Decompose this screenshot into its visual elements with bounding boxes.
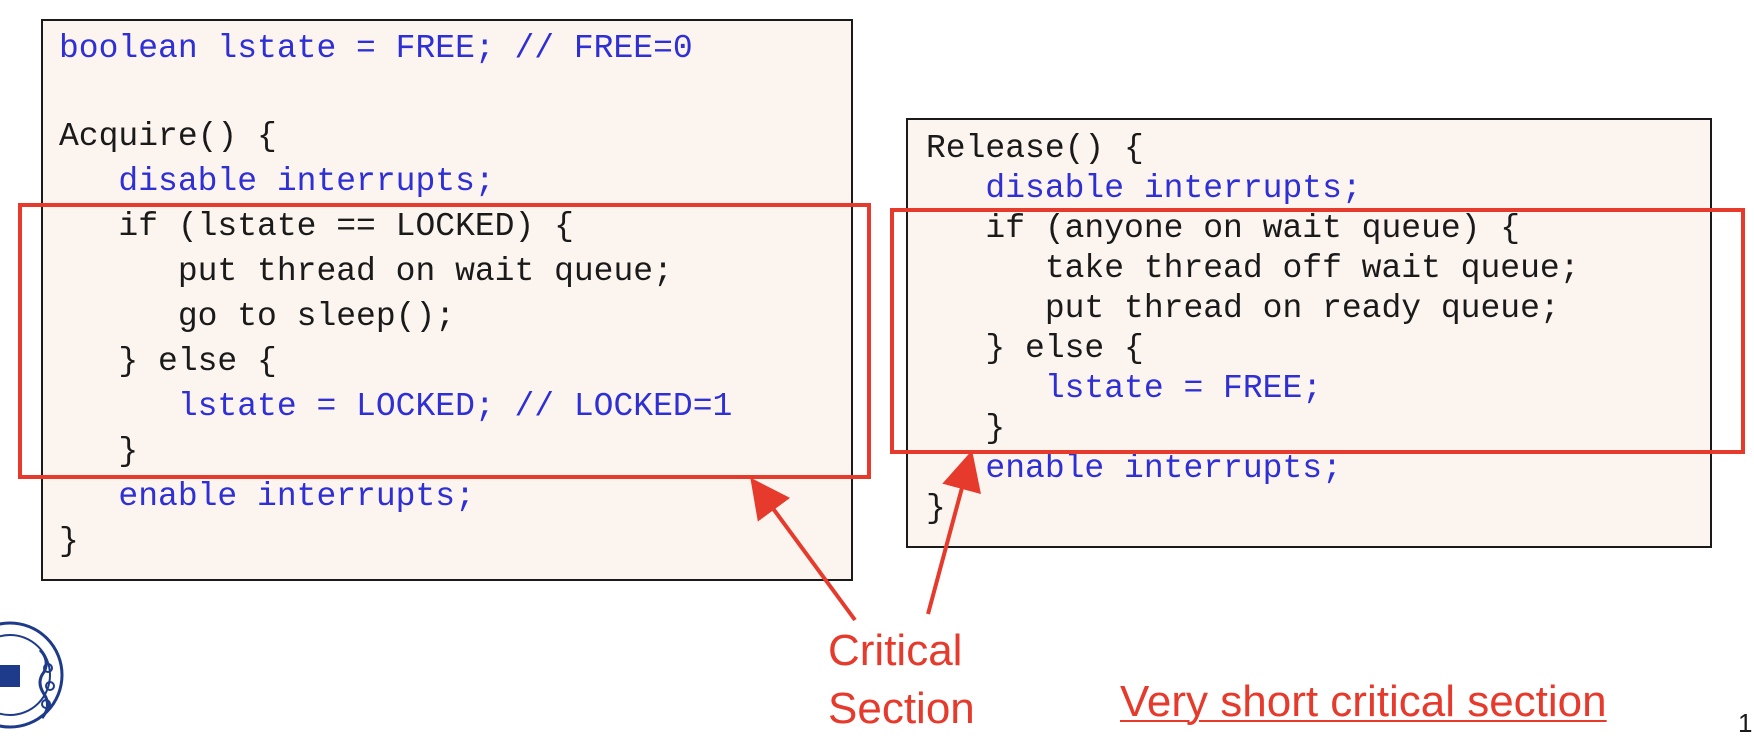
code-line-if-locked: if (lstate == LOCKED) { bbox=[59, 208, 574, 245]
code-line-take-thread-off: take thread off wait queue; bbox=[926, 250, 1580, 287]
code-line-disable-interrupts: disable interrupts; bbox=[59, 163, 495, 200]
short-critical-section-note: Very short critical section bbox=[1120, 677, 1607, 726]
code-line-acquire-header: Acquire() { bbox=[59, 118, 277, 155]
page-number: 1 bbox=[1738, 708, 1753, 738]
code-line-if-wait-queue: if (anyone on wait queue) { bbox=[926, 210, 1521, 247]
code-line-go-to-sleep: go to sleep(); bbox=[59, 298, 456, 335]
code-line-disable-interrupts: disable interrupts; bbox=[926, 170, 1362, 207]
acquire-critical-section-frame bbox=[18, 203, 871, 479]
acquire-code-box: boolean lstate = FREE; // FREE=0 Acquire… bbox=[41, 19, 853, 581]
code-line-close-acquire: } bbox=[59, 523, 79, 560]
release-code-box: Release() { disable interrupts; if (anyo… bbox=[906, 118, 1712, 548]
arrow-to-acquire-critical bbox=[750, 477, 857, 622]
university-seal-logo bbox=[0, 621, 64, 729]
code-line-put-ready-queue: put thread on ready queue; bbox=[926, 290, 1560, 327]
code-line-else: } else { bbox=[926, 330, 1144, 367]
code-line-enable-interrupts: enable interrupts; bbox=[59, 478, 475, 515]
code-line-close-if: } bbox=[59, 433, 139, 470]
code-line-else: } else { bbox=[59, 343, 277, 380]
code-line-lstate-decl: boolean lstate = FREE; // FREE=0 bbox=[59, 30, 693, 67]
code-line-set-locked: lstate = LOCKED; // LOCKED=1 bbox=[59, 388, 733, 425]
code-line-close-release: } bbox=[926, 490, 946, 527]
code-line-release-header: Release() { bbox=[926, 130, 1144, 167]
release-critical-section-frame bbox=[890, 208, 1745, 454]
code-line-put-wait-queue: put thread on wait queue; bbox=[59, 253, 673, 290]
code-line-close-if: } bbox=[926, 410, 1006, 447]
code-line-set-free: lstate = FREE; bbox=[926, 370, 1323, 407]
critical-section-label-line1: Critical bbox=[828, 626, 963, 675]
code-line-enable-interrupts: enable interrupts; bbox=[926, 450, 1342, 487]
critical-section-label-line2: Section bbox=[828, 684, 975, 733]
arrow-to-release-critical bbox=[926, 450, 981, 615]
